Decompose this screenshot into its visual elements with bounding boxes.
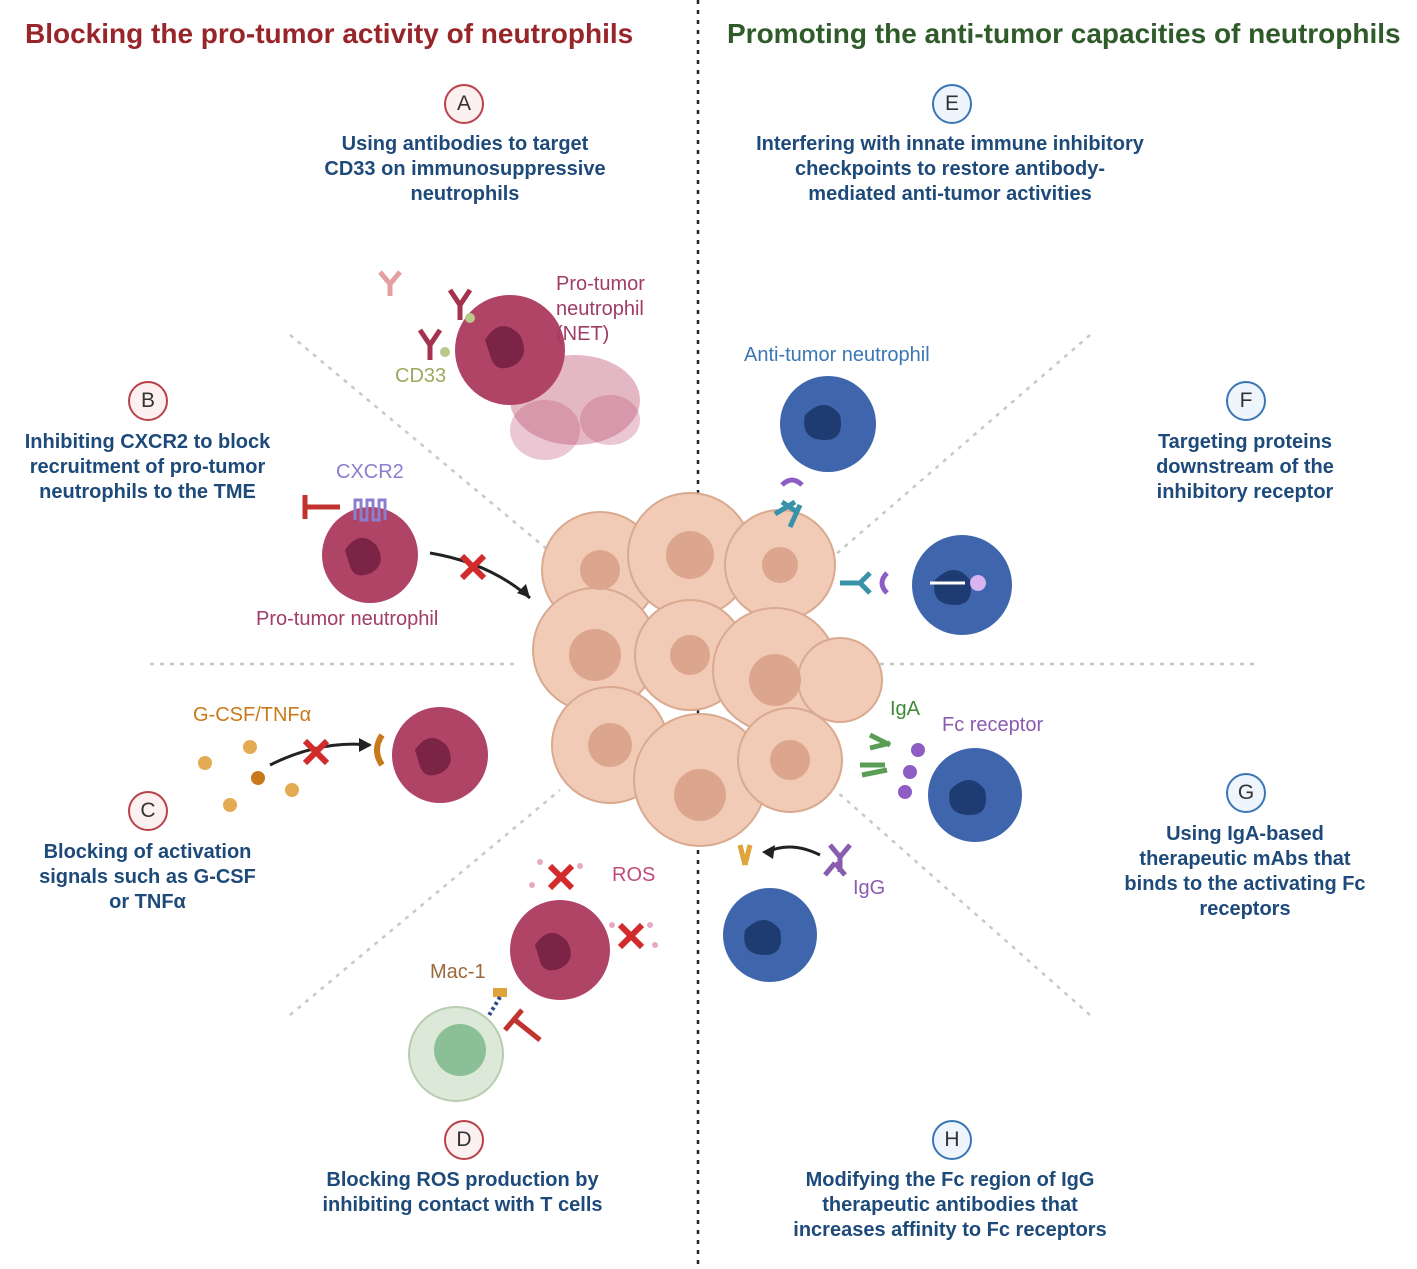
badge-h: H [932, 1120, 972, 1160]
ros-particles [529, 859, 658, 948]
badge-a: A [444, 84, 484, 124]
label-mac1: Mac-1 [430, 961, 486, 983]
cd33-antibodies [378, 270, 473, 360]
cxcr2-receptor [353, 498, 387, 522]
activation-arrowhead [359, 738, 372, 752]
checkpoint-antibody-e [773, 499, 803, 529]
desc-e: Interfering with innate immune inhibitor… [756, 133, 1144, 205]
desc-b: Inhibiting CXCR2 to block recruitment of… [24, 431, 271, 503]
igg-arrowhead [762, 845, 775, 859]
inhibitory-receptor-e [780, 477, 804, 487]
label-cd33: CD33 [395, 365, 447, 387]
badge-d: D [444, 1120, 484, 1160]
badge-e: E [932, 84, 972, 124]
badge-g: G [1226, 773, 1266, 813]
label-pro-tumor-neutrophil: Pro-tumor neutrophil [256, 608, 439, 630]
desc-f: Targeting proteins downstream of the inh… [1156, 431, 1334, 503]
badge-c: C [128, 791, 168, 831]
fc-receptors-g [898, 743, 925, 799]
sector-dividers [150, 334, 1255, 1016]
inhibition-bar-b [302, 495, 340, 519]
anti-tumor-neutrophil-f [912, 535, 1012, 635]
mac1-receptor [486, 988, 507, 1019]
iga-antibodies [860, 732, 892, 778]
badge-f: F [1226, 381, 1266, 421]
label-pro-tumor-net: Pro-tumor neutrophil (NET) [556, 273, 645, 345]
downstream-protein [970, 575, 986, 591]
migration-arrowhead [517, 584, 530, 598]
gcsf-neutrophil [392, 707, 488, 803]
cd33-receptors [440, 313, 475, 357]
label-gcsf: G-CSF/TNFα [193, 704, 312, 726]
anti-tumor-neutrophil-e [780, 376, 876, 472]
desc-g: Using IgA-based therapeutic mAbs that bi… [1124, 823, 1366, 920]
gcsf-molecules [198, 740, 299, 812]
inhibitory-receptor-f [879, 571, 889, 595]
gcsf-receptor [374, 733, 385, 767]
t-cell [408, 1006, 504, 1102]
label-igg: IgG [853, 877, 886, 899]
block-cross-b [459, 553, 487, 581]
tumor-cluster [532, 492, 883, 847]
igg-antibodies [823, 843, 852, 877]
label-anti-tumor-neutrophil: Anti-tumor neutrophil [744, 344, 930, 366]
inhibition-bar-d [503, 1008, 542, 1042]
label-ros: ROS [612, 864, 656, 886]
left-header: Blocking the pro-tumor activity of neutr… [25, 18, 634, 49]
block-cross-ros-2 [617, 922, 645, 950]
label-cxcr2: CXCR2 [336, 461, 404, 483]
badge-b: B [128, 381, 168, 421]
desc-d: Blocking ROS production by inhibiting co… [322, 1169, 603, 1216]
block-cross-c [302, 738, 330, 766]
anti-tumor-neutrophil-h [723, 888, 817, 982]
modified-igg [737, 844, 753, 866]
anti-tumor-neutrophil-g [928, 748, 1022, 842]
checkpoint-antibody-f [840, 571, 872, 595]
desc-h: Modifying the Fc region of IgG therapeut… [793, 1169, 1107, 1241]
label-iga: IgA [890, 698, 921, 720]
ros-neutrophil [510, 900, 610, 1000]
block-cross-ros-1 [547, 863, 575, 891]
desc-c: Blocking of activation signals such as G… [39, 841, 256, 913]
pro-tumor-net-neutrophil [455, 295, 565, 405]
desc-a: Using antibodies to target CD33 on immun… [324, 133, 606, 205]
right-header: Promoting the anti-tumor capacities of n… [727, 18, 1401, 49]
label-fc-receptor: Fc receptor [942, 714, 1044, 736]
cxcr2-neutrophil [322, 507, 418, 603]
